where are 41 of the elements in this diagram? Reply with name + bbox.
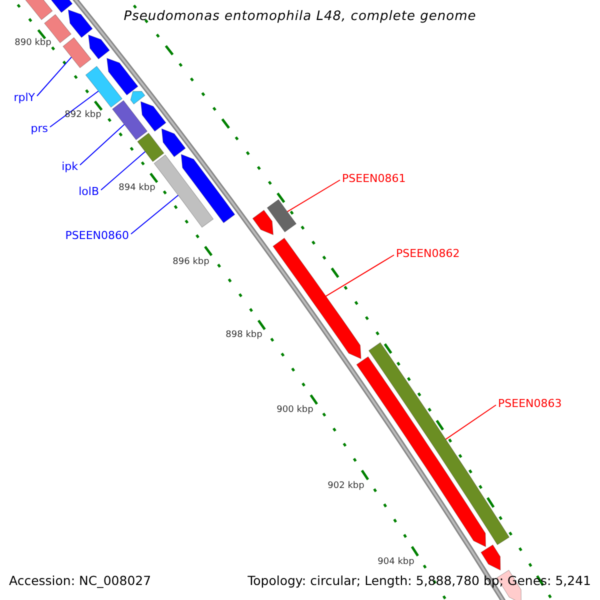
gene-block <box>266 199 297 232</box>
gene-block <box>272 238 362 360</box>
leader-line <box>80 124 125 166</box>
gene-label: PSEEN0861 <box>342 172 406 186</box>
gene-label: lolB <box>78 186 99 198</box>
gene-block <box>88 34 110 60</box>
gene-block <box>180 154 236 224</box>
scale-label: 904 kbp <box>378 558 414 568</box>
gene-block <box>161 128 186 158</box>
gene-label: prs <box>30 122 48 136</box>
leader-line <box>100 151 146 190</box>
scale-label: 902 kbp <box>328 482 364 492</box>
scale-label: 898 kbp <box>226 331 262 341</box>
scale-label: 896 kbp <box>172 258 210 268</box>
accession-text: Accession: NC_008027 <box>9 574 152 588</box>
leader-line <box>36 56 72 96</box>
leader-line <box>325 254 394 297</box>
gene-block <box>130 91 146 105</box>
scale-label: 900 kbp <box>276 406 314 416</box>
gene-label: rplY <box>14 92 35 104</box>
scale-label: 894 kbp <box>118 184 156 194</box>
leader-line <box>50 90 99 128</box>
gene-block <box>140 101 166 132</box>
scale-label: 892 kbp <box>64 111 102 121</box>
gene-block <box>68 9 93 38</box>
gene-block <box>154 154 214 228</box>
gene-block <box>106 58 138 96</box>
gene-label: ipk <box>62 160 78 174</box>
leader-line <box>445 404 496 440</box>
gene-block <box>85 66 123 108</box>
gene-block <box>252 210 274 236</box>
gene-label: PSEEN0860 <box>65 230 129 242</box>
gene-block <box>112 100 148 140</box>
map-title: Pseudomonas entomophila L48, complete genome <box>124 10 476 24</box>
gene-block <box>137 132 164 162</box>
scale-label: 890 kbp <box>14 39 52 49</box>
gene-label: PSEEN0863 <box>498 398 562 410</box>
gene-block <box>62 37 92 68</box>
gene-label: PSEEN0862 <box>396 248 460 260</box>
gene-block <box>480 544 501 571</box>
leader-line <box>286 180 340 212</box>
